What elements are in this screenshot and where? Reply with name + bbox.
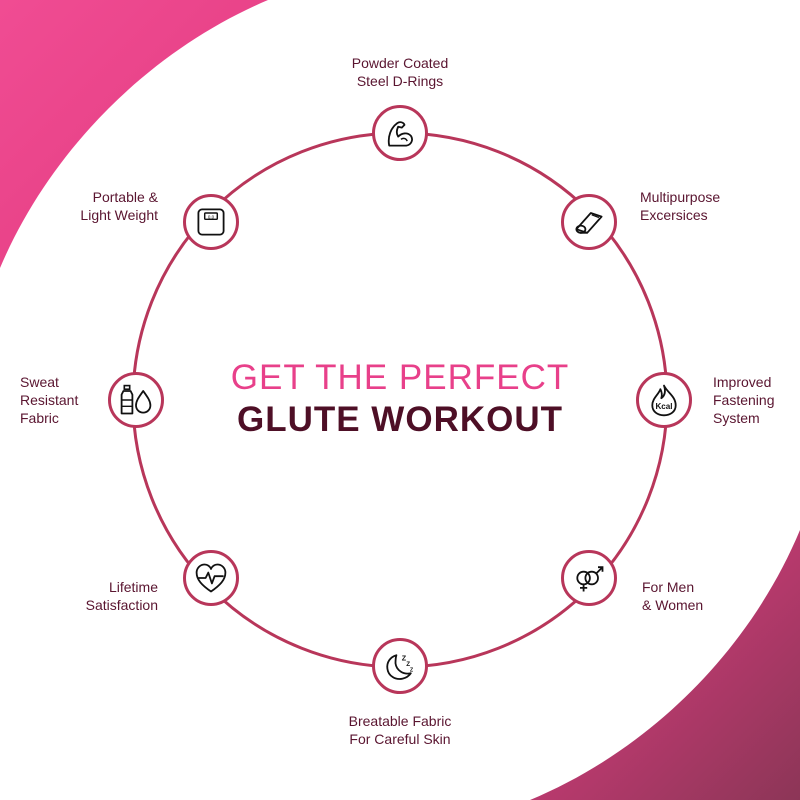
feature-node-multipurpose xyxy=(561,194,617,250)
feature-label-sweat: Sweat Resistant Fabric xyxy=(20,374,79,426)
feature-label-multipurpose: Multipurpose Excersices xyxy=(640,189,721,223)
svg-text:Z: Z xyxy=(410,667,414,673)
svg-text:Z: Z xyxy=(402,654,407,663)
gender-symbols-icon xyxy=(576,566,604,592)
headline-line-2: GLUTE WORKOUT xyxy=(236,400,564,439)
kcal-flame-icon: Kcal xyxy=(651,384,677,417)
kcal-text: Kcal xyxy=(655,402,672,411)
feature-node-d-rings xyxy=(372,105,428,161)
feature-node-portable: 0.0 xyxy=(183,194,239,250)
feature-node-breathable: Z Z Z xyxy=(372,638,428,694)
feature-label-fastening: Improved Fastening System xyxy=(713,374,775,426)
moon-zzz-icon: Z Z Z xyxy=(386,654,414,680)
weighing-scale-icon: 0.0 xyxy=(197,208,225,236)
rolled-mat-icon xyxy=(575,212,603,234)
feature-label-d-rings: Powder Coated Steel D-Rings xyxy=(351,55,449,89)
svg-text:0.0: 0.0 xyxy=(208,214,215,219)
heart-pulse-icon xyxy=(195,563,227,593)
flexed-arm-icon xyxy=(387,121,413,147)
bottle-drop-icon xyxy=(120,384,152,415)
headline-line-1: GET THE PERFECT xyxy=(230,358,570,397)
feature-node-lifetime xyxy=(183,550,239,606)
feature-node-sweat xyxy=(108,372,164,428)
feature-label-lifetime: Lifetime Satisfaction xyxy=(85,579,158,613)
feature-label-breathable: Breatable Fabric For Careful Skin xyxy=(348,713,452,747)
feature-label-men-women: For Men & Women xyxy=(642,579,704,613)
feature-node-fastening: Kcal xyxy=(636,372,692,428)
feature-node-men-women xyxy=(561,550,617,606)
top-left-swoosh xyxy=(0,0,268,268)
bottom-right-swoosh xyxy=(530,530,800,800)
feature-label-portable: Portable & Light Weight xyxy=(80,189,158,223)
svg-text:Z: Z xyxy=(406,661,410,668)
